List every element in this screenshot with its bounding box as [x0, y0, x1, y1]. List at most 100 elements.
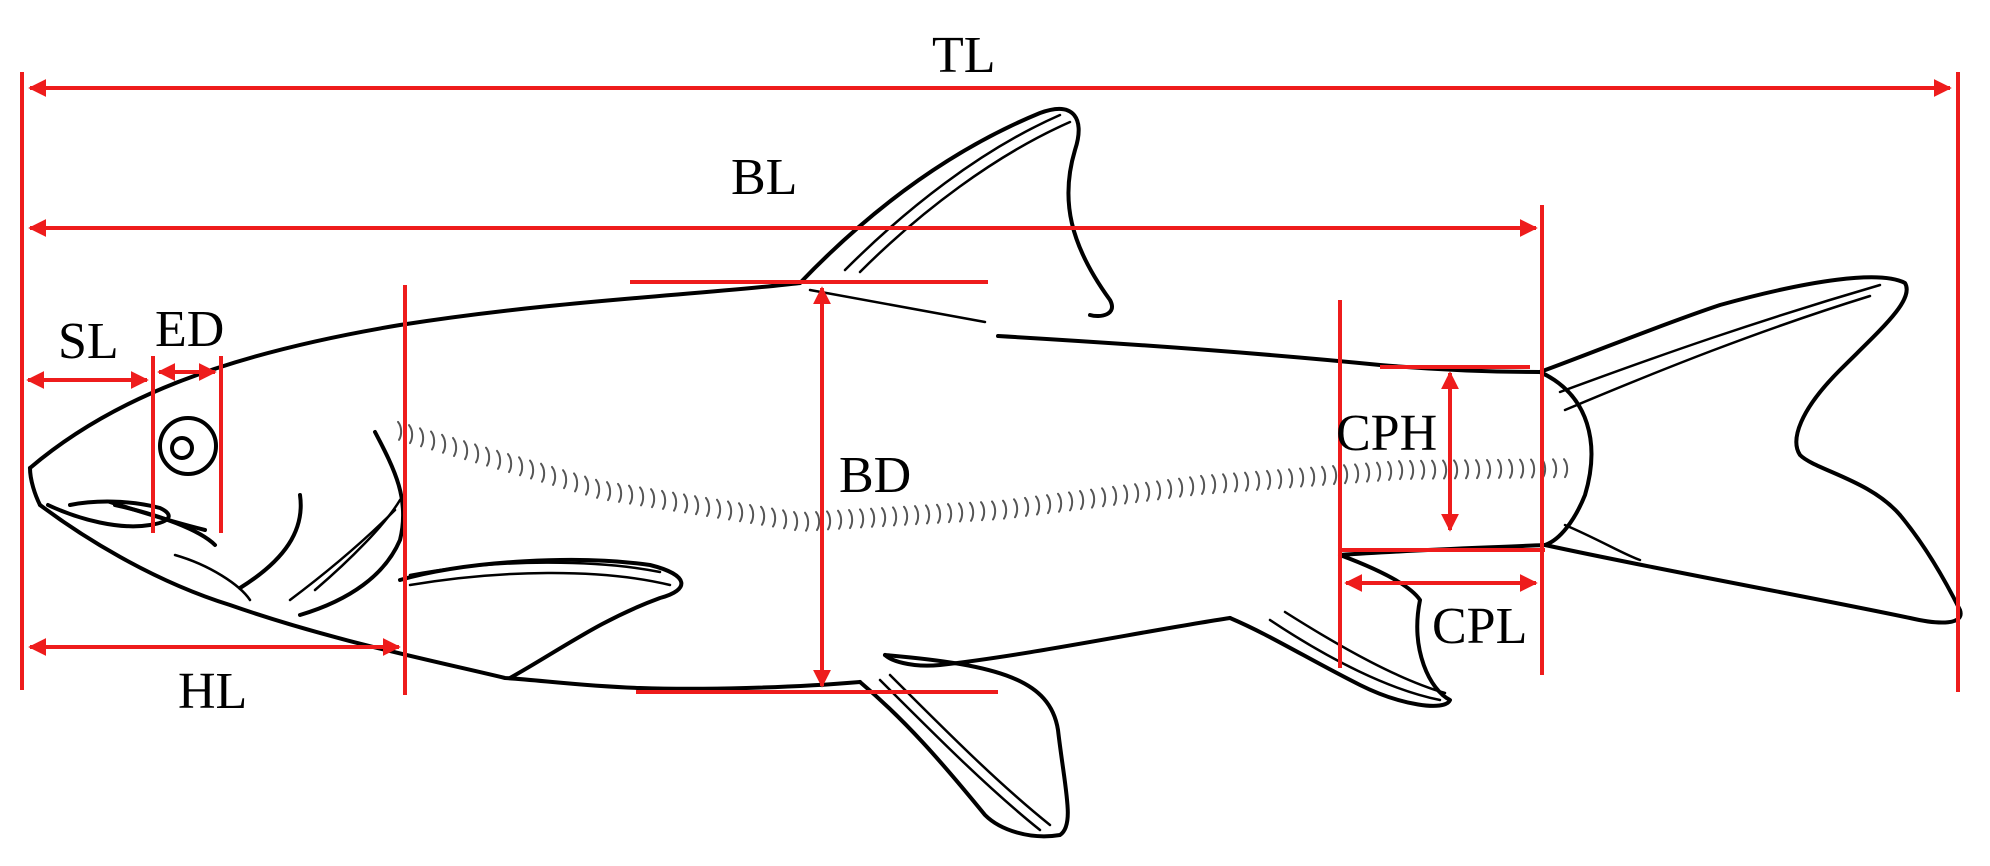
lateral-line-scale — [1464, 459, 1470, 480]
lateral-line-scale — [991, 500, 997, 521]
lateral-line-scale — [518, 456, 524, 477]
back-profile — [996, 334, 1542, 374]
lateral-line-scale — [1398, 460, 1404, 481]
lateral-line-scale — [496, 449, 502, 470]
lateral-line-scale — [1233, 472, 1239, 493]
lateral-line-scale — [936, 503, 942, 524]
hl-label: HL — [178, 663, 247, 720]
lateral-line-scale — [1255, 470, 1261, 491]
lateral-line-scale — [782, 509, 788, 530]
lateral-line-scale — [1299, 467, 1305, 488]
lateral-line-scale — [969, 501, 975, 522]
lateral-line-scale — [815, 511, 821, 532]
lateral-line-scale — [1453, 459, 1459, 480]
lateral-line-scale — [1431, 459, 1437, 480]
pelvic-fin — [858, 653, 1070, 839]
pupil — [170, 436, 194, 460]
lateral-line-scale — [848, 509, 854, 530]
lateral-line-scale — [408, 424, 414, 445]
lateral-line-scale — [1013, 498, 1019, 519]
lateral-line-scale — [485, 446, 491, 467]
lateral-line-scale — [760, 505, 766, 526]
lateral-line-scale — [1321, 465, 1327, 486]
lateral-line-scale — [683, 493, 689, 514]
lateral-line-scale — [1354, 463, 1360, 484]
lateral-line-scale — [1222, 473, 1228, 494]
lateral-line-scale — [1101, 487, 1107, 508]
lateral-line-scale — [1519, 458, 1525, 479]
lateral-line-scale — [452, 436, 458, 457]
snout — [28, 466, 42, 507]
lateral-line-scale — [672, 491, 678, 512]
lateral-line-scale — [1387, 460, 1393, 481]
lateral-line-scale — [1090, 488, 1096, 509]
operculum — [298, 430, 406, 617]
dorsal-profile — [28, 281, 802, 470]
lateral-line-scale — [1167, 479, 1173, 499]
lateral-line-scale — [1343, 464, 1349, 485]
lateral-line-scale — [1024, 496, 1030, 517]
lateral-line-scale — [430, 430, 436, 451]
measurement-labels: TL BL SL ED BD CPH CPL HL — [58, 27, 1527, 720]
lateral-line-scale — [1123, 484, 1129, 505]
lateral-line-scale — [1277, 469, 1283, 490]
lateral-line-scale — [584, 475, 590, 496]
lateral-line-scale — [859, 508, 865, 529]
cpl-label: CPL — [1432, 598, 1527, 655]
lateral-line-scale — [1508, 458, 1514, 479]
lateral-line-scale — [793, 511, 799, 532]
lateral-line-scale — [958, 502, 964, 523]
lateral-line-scale — [1046, 494, 1052, 515]
lateral-line-scale — [1211, 474, 1217, 495]
lateral-line-scale — [1288, 468, 1294, 489]
lateral-line-scale — [892, 506, 898, 527]
lateral-line-scale — [551, 465, 557, 486]
lateral-line-scale — [419, 427, 425, 448]
lateral-line-scale — [1112, 485, 1118, 506]
lateral-line-scale — [562, 469, 568, 490]
lateral-line-scale — [595, 478, 601, 499]
caudal-fin-upper — [1538, 275, 1909, 517]
lateral-line-scale — [650, 488, 656, 509]
lateral-line-scale — [1057, 492, 1063, 513]
lateral-line-scale — [738, 502, 744, 523]
lateral-line-scale — [1244, 471, 1250, 492]
lateral-line-scale — [1079, 490, 1085, 510]
lateral-line-scale — [463, 440, 469, 461]
lateral-line-scale — [881, 507, 887, 528]
lateral-line-scale — [1409, 459, 1415, 480]
sl-label: SL — [58, 313, 119, 370]
lateral-line-scale — [1563, 458, 1569, 479]
tl-label: TL — [932, 27, 996, 84]
lateral-line-scale — [507, 453, 513, 474]
lateral-line-scale — [1178, 477, 1184, 498]
lateral-line-scale — [1365, 462, 1371, 483]
lateral-line-scale — [1200, 474, 1206, 495]
lateral-line-scale — [628, 484, 634, 505]
lateral-line-scale — [1189, 476, 1195, 497]
lateral-line-scale — [573, 472, 579, 493]
lateral-line-scale — [947, 503, 953, 524]
lateral-line-scale — [1376, 461, 1382, 482]
lateral-line-scale — [1035, 495, 1041, 516]
lateral-line-scale — [870, 507, 876, 528]
lateral-line-scale — [1002, 499, 1008, 520]
lateral-line-scale — [804, 511, 810, 532]
ed-label: ED — [155, 301, 224, 358]
caudal-fin-lower — [1543, 513, 1963, 625]
lateral-line-scale — [1497, 458, 1503, 479]
lateral-line-scale — [606, 481, 612, 502]
lateral-line-scale — [749, 504, 755, 524]
bd-label: BD — [839, 447, 911, 504]
dorsal-fin — [798, 106, 1114, 319]
belly-profile-mid — [883, 616, 1232, 668]
lateral-line-scale — [925, 504, 931, 525]
lateral-line-scale — [980, 501, 986, 522]
lateral-line-scale — [1475, 459, 1481, 480]
lateral-line-scale — [1156, 480, 1162, 501]
lateral-line-scale — [529, 459, 535, 480]
measurements — [20, 72, 1960, 695]
lateral-line-scale — [1266, 469, 1272, 490]
caudal-peduncle — [1538, 370, 1594, 547]
